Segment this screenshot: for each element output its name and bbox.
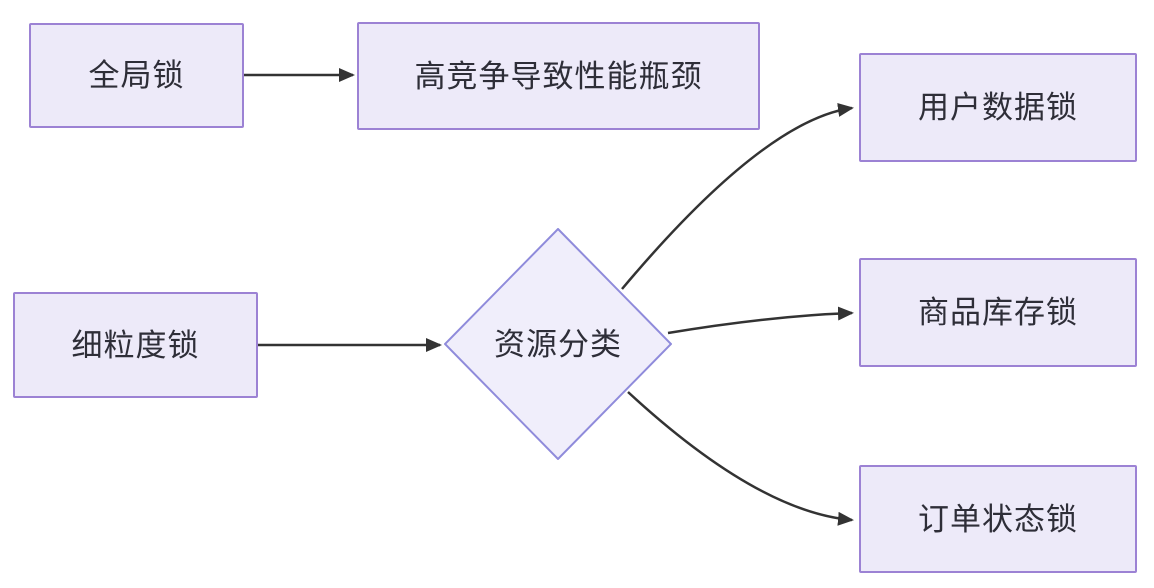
node-order-status-lock[interactable]: 订单状态锁 bbox=[859, 465, 1137, 573]
node-user-data-lock[interactable]: 用户数据锁 bbox=[859, 53, 1137, 162]
node-label-resource-classify: 资源分类 bbox=[494, 326, 622, 362]
node-resource-classify[interactable]: 资源分类 bbox=[444, 228, 672, 460]
node-label-global-lock: 全局锁 bbox=[88, 58, 185, 93]
diamond-label-wrap: 资源分类 bbox=[444, 228, 672, 460]
node-label-product-stock-lock: 商品库存锁 bbox=[918, 295, 1078, 330]
edge-resource-classify-to-product-stock-lock bbox=[667, 306, 854, 335]
node-product-stock-lock[interactable]: 商品库存锁 bbox=[859, 258, 1137, 367]
node-global-lock[interactable]: 全局锁 bbox=[29, 23, 244, 128]
node-bottleneck[interactable]: 高竞争导致性能瓶颈 bbox=[357, 22, 760, 130]
node-label-user-data-lock: 用户数据锁 bbox=[918, 90, 1078, 125]
diamond-shape bbox=[444, 228, 672, 460]
diamond-polygon bbox=[444, 228, 672, 460]
node-label-order-status-lock: 订单状态锁 bbox=[918, 501, 1078, 537]
edge-resource-classify-to-order-status-lock bbox=[627, 391, 854, 526]
edge-resource-classify-to-user-data-lock bbox=[621, 102, 854, 290]
node-label-bottleneck: 高竞争导致性能瓶颈 bbox=[414, 58, 703, 94]
node-fine-grained-lock[interactable]: 细粒度锁 bbox=[13, 292, 258, 398]
node-label-fine-grained-lock: 细粒度锁 bbox=[71, 327, 200, 363]
